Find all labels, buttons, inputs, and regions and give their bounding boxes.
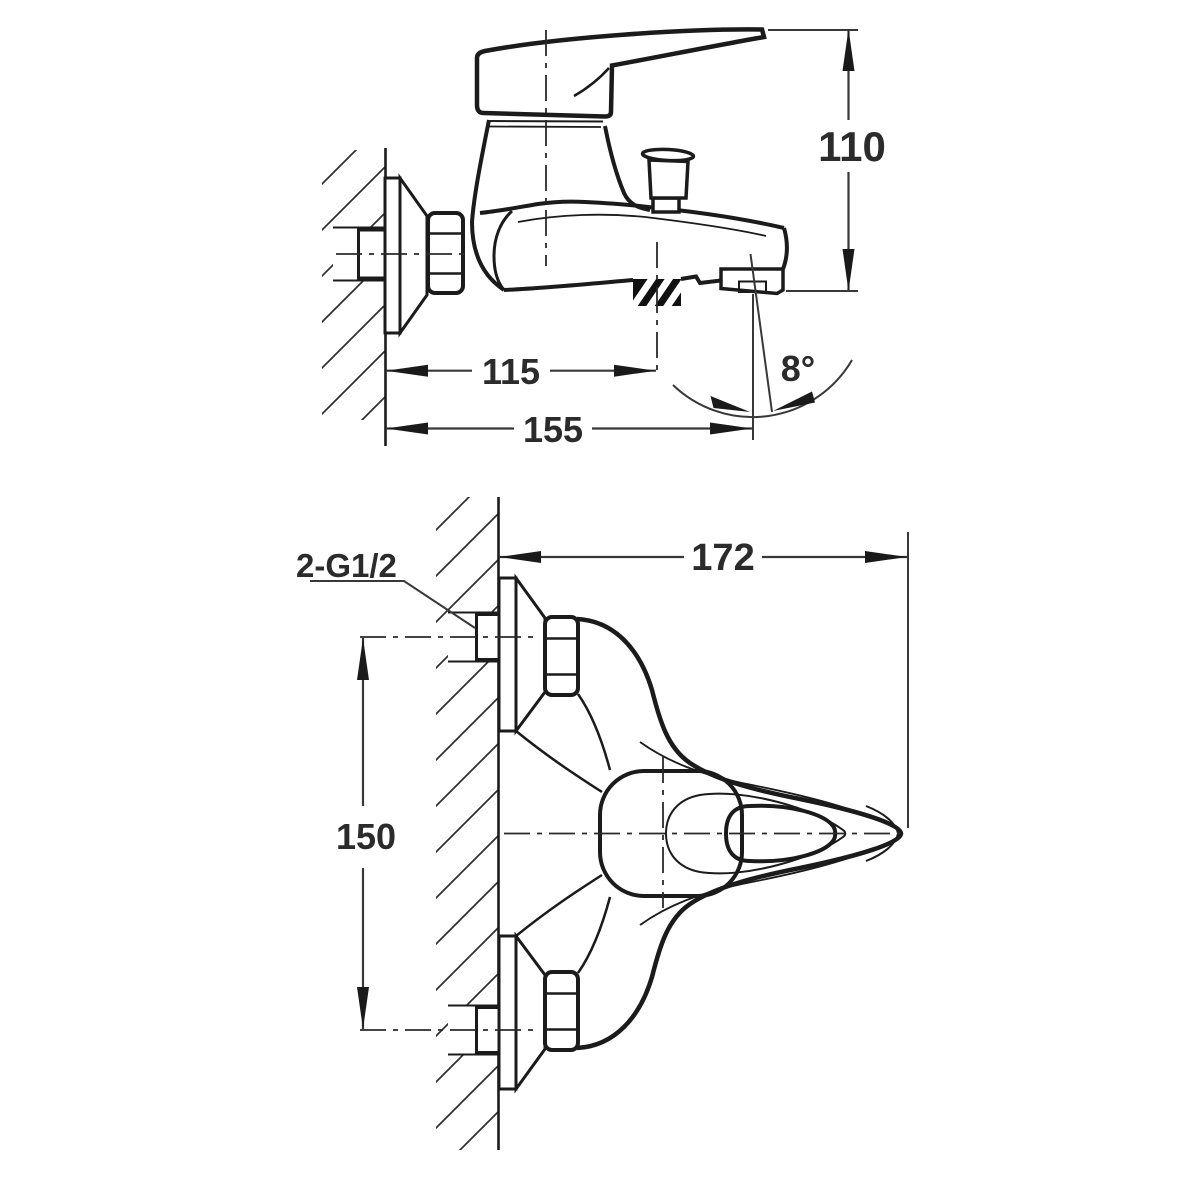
dim-115-label: 115 (482, 351, 540, 392)
base-contour-bottom (515, 873, 603, 937)
body-inner-contour (517, 213, 767, 237)
dim-150-arrow-down (357, 987, 369, 1029)
flange-cone-top (514, 573, 547, 736)
neck-inner-top (576, 693, 612, 771)
riser-joint-line (488, 125, 602, 128)
dim-172-arrow-right (865, 551, 907, 563)
dim-150: 150 (336, 638, 396, 1029)
body-bottom-edge-right (680, 274, 722, 286)
shower-outlet-thread (633, 279, 681, 306)
centerlines-side (336, 30, 658, 377)
dim-172-label: 172 (691, 537, 754, 579)
angle-arrow-right (773, 391, 815, 411)
wall-hatching-side (322, 150, 385, 420)
angle-arc (672, 359, 853, 419)
body-riser-left-edge (469, 119, 506, 292)
supply-pipes-plan (475, 613, 498, 1054)
dim-110: 110 (768, 29, 886, 292)
dim-172: 172 (499, 532, 909, 828)
nut-top-outline (543, 615, 580, 697)
dim-155-label: 155 (523, 409, 583, 450)
hex-nut-bottom (543, 970, 580, 1052)
handle-contour-thin-bottom (639, 852, 863, 926)
handle-outline (474, 27, 767, 119)
dim-155-arrow-right (710, 422, 752, 435)
cap-seam-line (486, 120, 604, 123)
handle-grip-detail (723, 803, 838, 864)
angle-label: 8° (781, 348, 815, 389)
diverter-knob (640, 147, 696, 214)
dim-155-arrow-left (386, 422, 428, 435)
dim-115: 115 (386, 351, 656, 392)
nut-bottom-facets (545, 992, 578, 1031)
aerator-slot (738, 280, 767, 293)
plan-view: 2-G1/2 172 150 (296, 497, 909, 1150)
diverter-cup (647, 158, 690, 200)
body-shoulder-contour (492, 209, 514, 291)
dim-115-arrow-right (614, 364, 656, 377)
flange-cone-bottom (514, 931, 547, 1094)
nut-outline (426, 211, 465, 295)
hex-nut-side (426, 211, 465, 295)
dim-110-extension-lines (768, 29, 858, 292)
flange-cone-side (398, 173, 429, 338)
dim-150-arrow-up (357, 638, 369, 680)
dim-150-label: 150 (336, 816, 396, 857)
flange-plate-bottom (497, 934, 518, 1091)
body-riser-right-edge (603, 125, 651, 212)
dim-155: 155 (386, 409, 752, 450)
nut-top-facets (545, 637, 578, 676)
nut-bottom-outline (543, 970, 580, 1052)
faucet-body-side (469, 119, 789, 292)
handle-fillet-arc (573, 67, 610, 98)
wall-hole-edges-side (333, 226, 386, 282)
spout-axis-line (749, 253, 773, 413)
flange-plate-top (497, 576, 518, 733)
wall-hole-edges-plan (448, 611, 498, 1056)
handle-contour-thin-top (639, 741, 863, 815)
dim-172-arrow-left (499, 551, 541, 563)
spout-nose-edge (781, 227, 789, 270)
thread-stripes (633, 279, 681, 306)
diverter-stem (651, 196, 681, 214)
hex-nut-top (543, 615, 580, 697)
side-view: 8° 110 115 155 (322, 27, 886, 450)
dim-110-arrow-down (842, 249, 855, 291)
thread-label: 2-G1/2 (296, 547, 397, 584)
lever-handle-side (474, 27, 767, 128)
angle-reference (672, 253, 853, 440)
body-top-ridge (479, 199, 785, 230)
thread-leader-line (310, 580, 476, 629)
thread-callout: 2-G1/2 (296, 547, 476, 629)
dim-110-label: 110 (818, 123, 886, 170)
nut-facets (428, 232, 463, 275)
dim-115-arrow-left (386, 364, 428, 377)
base-contour-top (515, 730, 603, 794)
dim-110-arrow-up (842, 29, 855, 71)
handle-outer-outline (576, 616, 904, 1051)
faucet-body-plan (515, 616, 904, 1051)
diverter-rim (640, 147, 696, 163)
centerlines-plan (360, 636, 900, 1031)
angle-arrow-left (710, 396, 750, 412)
flange-plate-side (383, 176, 402, 335)
neck-inner-bottom (576, 896, 612, 974)
body-bottom-edge-left (503, 278, 634, 292)
